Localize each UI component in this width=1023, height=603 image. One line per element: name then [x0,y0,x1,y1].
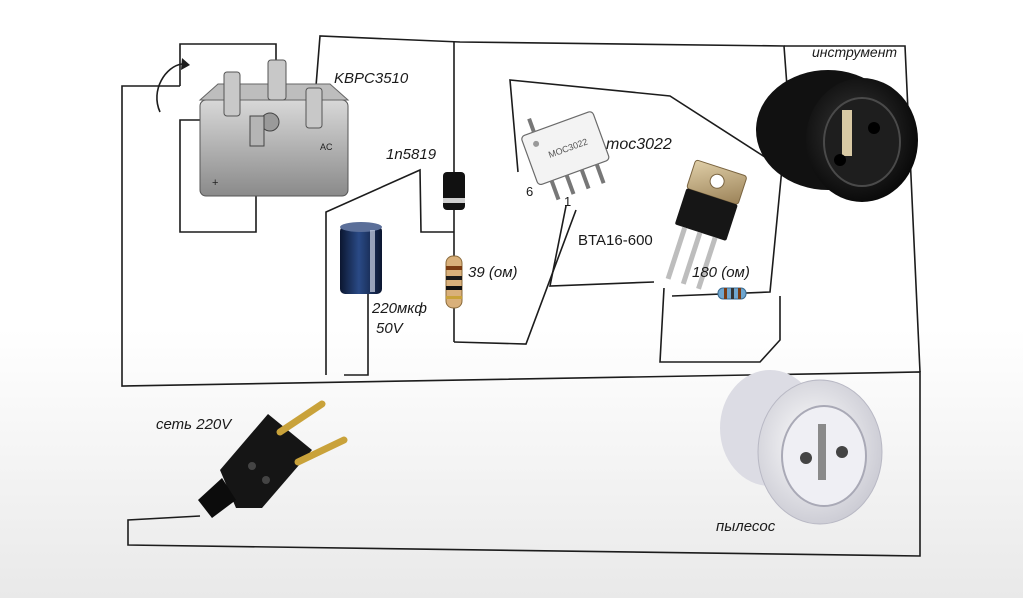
label-resistor-39: 39 (ом) [468,264,518,281]
triac-hole [709,173,725,189]
arrow-head-icon [181,58,190,70]
label-pin-1: 1 [564,194,572,209]
socket-tool-recess [823,97,901,187]
socket-tool [756,70,918,202]
wires [121,35,921,557]
triac-body [675,188,738,241]
triac-leg-2 [680,231,703,285]
wire-cap-left [325,168,454,375]
triac-leg-3 [696,236,718,290]
capacitor-stripe [370,230,375,292]
label-pin-6: 6 [526,184,534,199]
label-vacuum-socket: пылесос [716,518,776,535]
bridge-terminal-3 [305,87,323,129]
wire-opto-top [509,79,783,297]
socket-tool-hole-1 [834,154,846,166]
bridge-rectifier: + AC [156,58,350,197]
diode-body [443,172,465,210]
plug-pin-1 [276,400,326,436]
capacitor-body [340,226,382,294]
plug [198,400,348,518]
wire-right-top [784,45,921,373]
wire-opto-gate [549,205,655,287]
plug-body [220,414,312,508]
label-resistor-180: 180 (ом) [692,264,750,281]
socket-vacuum-hole-2 [836,446,848,458]
label-bridge: KBPC3510 [334,70,409,87]
plug-pin-2 [294,436,348,466]
bridge-plus-mark: + [212,177,218,189]
optocoupler-leg-5 [527,118,536,133]
optocoupler-leg-4 [594,163,606,184]
bridge-terminal-4 [249,115,265,147]
bridge-ac-mark: AC [320,142,333,152]
triac-leg-1 [665,226,688,280]
label-optocoupler: moc3022 [606,136,672,153]
optocoupler-leg-3 [579,169,591,190]
bridge-terminal-1 [223,71,241,117]
resistor-39-band-1 [446,266,462,270]
optocoupler-leg-1 [549,180,561,201]
resistor-39-band-4 [446,296,462,299]
plug-rivet-1 [248,462,256,470]
wire-res-to-opto [453,209,577,345]
label-triac: BTA16-600 [578,232,653,249]
socket-tool-hole-2 [868,122,880,134]
resistor-180-band-1 [724,288,727,299]
resistor-180-band-2 [731,288,734,299]
triac [665,159,747,290]
resistor-180 [717,287,747,300]
optocoupler-pin1-dot [533,140,540,147]
plug-cable-end [198,478,236,518]
resistor-39 [445,255,463,309]
optocoupler-leg-2 [564,174,576,195]
plug-rivet-2 [262,476,270,484]
optocoupler-body [521,111,610,186]
label-capacitor-value: 220мкф [372,300,427,317]
wire-top-rail [315,35,789,101]
capacitor-top [340,222,382,232]
diode [443,172,465,210]
label-tool-socket: инструмент [812,44,898,60]
wire-bridge-left [179,119,257,233]
wire-cap-right [344,294,369,376]
diode-band [443,198,465,203]
label-capacitor-voltage: 50V [376,320,403,337]
wire-outer-left [121,85,921,557]
resistor-39-body [445,255,463,309]
wire-triac-down [659,287,781,363]
resistor-39-band-2 [446,276,462,280]
label-diode: 1n5819 [386,146,437,163]
resistor-180-band-3 [738,288,741,299]
bridge-terminal-2 [267,59,287,101]
socket-vacuum-contact [818,424,826,480]
socket-vacuum-hole-1 [800,452,812,464]
curved-arrow [156,63,183,113]
socket-tool-contact [842,110,852,156]
resistor-39-band-3 [446,286,462,290]
capacitor [340,222,382,294]
label-plug: сеть 220V [156,416,232,433]
optocoupler: MOC3022 [521,111,610,201]
socket-vacuum [720,370,883,525]
